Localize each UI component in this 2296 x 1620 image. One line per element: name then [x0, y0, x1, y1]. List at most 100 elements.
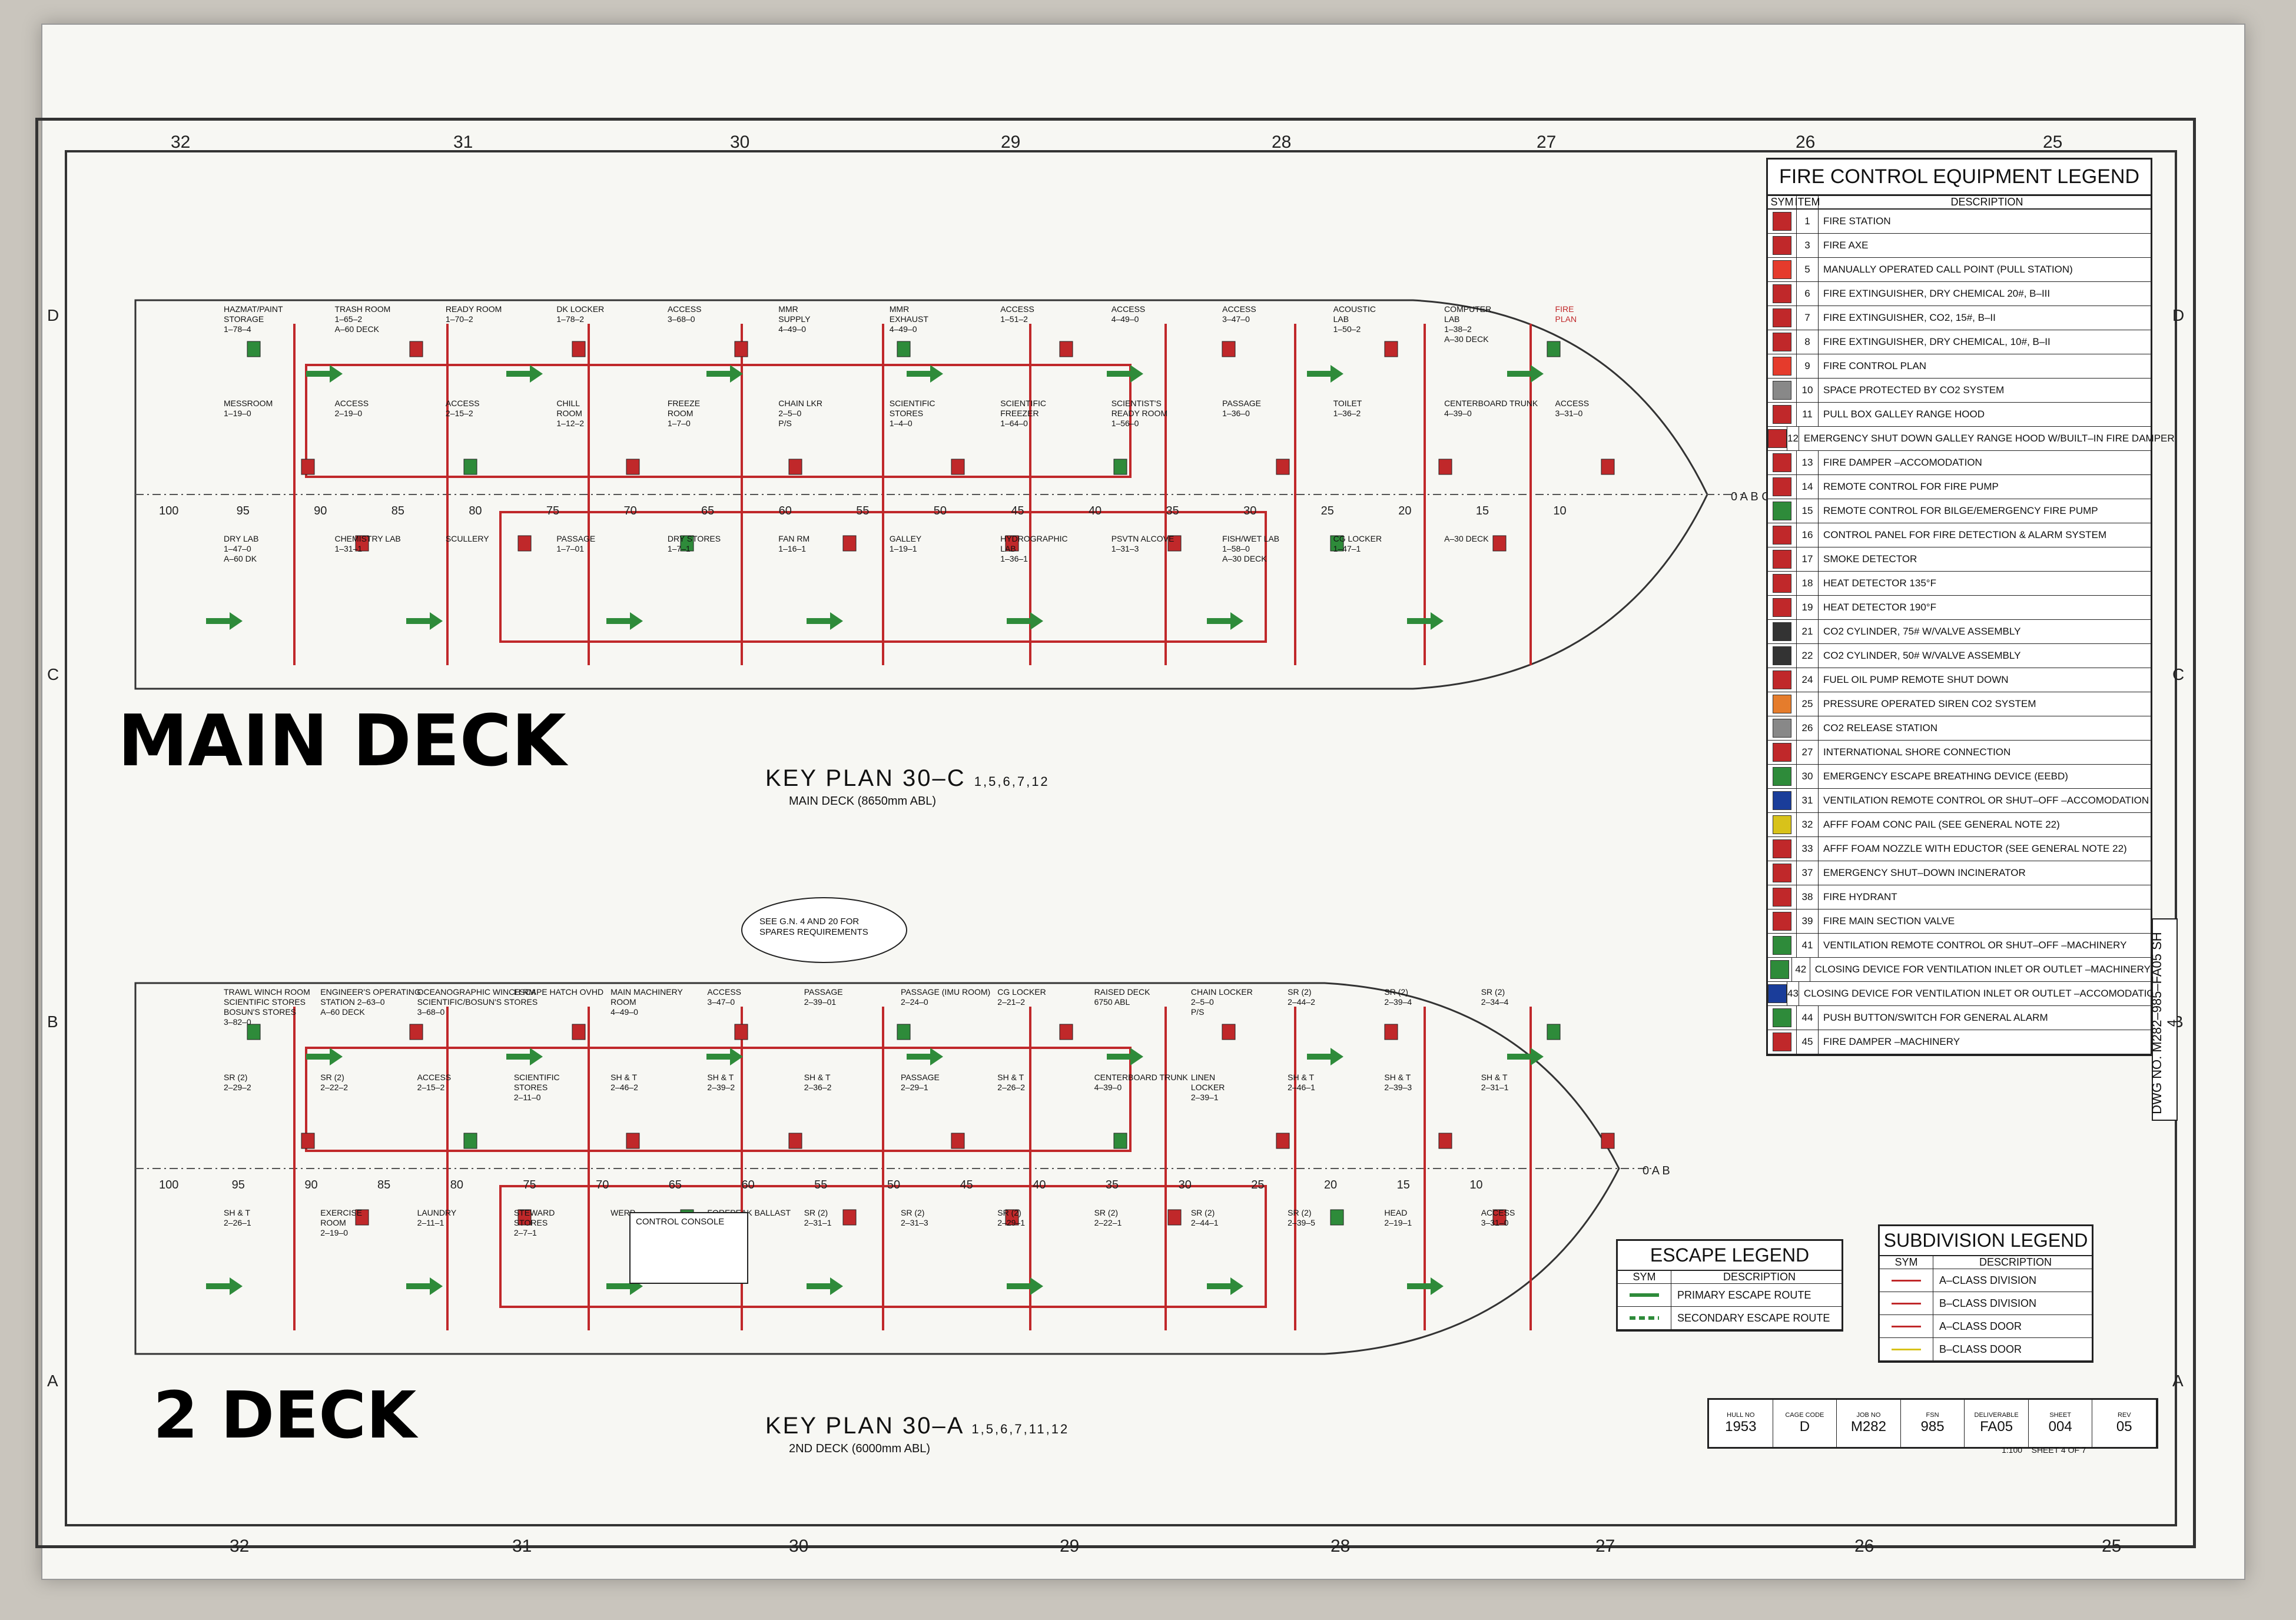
room-label-line: SCULLERY [446, 534, 489, 543]
room-label-line: HEAD [1384, 1208, 1407, 1217]
grid-left-B: B [47, 1013, 58, 1031]
escape-arrow-0 [206, 1277, 243, 1295]
grid-top-32: 32 [171, 132, 191, 152]
fire-legend-desc: HEAT DETECTOR 135°F [1823, 577, 1936, 589]
room-label-line: BOSUN'S STORES [224, 1007, 296, 1017]
room-label-line: ENGINEER'S OPERATING [320, 987, 420, 997]
room-label-line: 1–56–0 [1111, 419, 1139, 428]
room-label-line: 2–46–2 [611, 1083, 638, 1092]
escape-legend-desc: PRIMARY ESCAPE ROUTE [1677, 1289, 1811, 1301]
escape-arrow-0 [206, 612, 243, 630]
grid-bottom-28: 28 [1331, 1536, 1351, 1556]
fire-legend-sym-cell [1768, 330, 1797, 354]
room-label-line: 2–29–2 [224, 1083, 251, 1092]
room-label-28: SCULLERY [446, 534, 489, 543]
title-cell-label: HULL NO [1727, 1412, 1755, 1419]
title-cell-label: JOB NO [1856, 1412, 1881, 1419]
room-label-line: 3–82–0 [224, 1017, 251, 1027]
room-label-line: 2–7–1 [514, 1228, 537, 1237]
room-label-36: SR (2)2–29–1 [997, 1208, 1025, 1227]
grid-top-29: 29 [1001, 132, 1021, 152]
escape-legend-row-1: SECONDARY ESCAPE ROUTE [1618, 1307, 1842, 1330]
equipment-symbol-6 [572, 341, 586, 357]
room-label-line: SR (2) [224, 1073, 247, 1082]
fire-legend-sym-cell [1768, 210, 1797, 233]
room-label-line: A–60 DECK [334, 324, 379, 334]
room-label-line: COMPUTER [1444, 304, 1491, 314]
equipment-symbol-3 [409, 1024, 423, 1040]
room-label-line: DRY LAB [224, 534, 258, 543]
frame-10: 10 [1469, 1179, 1482, 1191]
second-key-plan-text: KEY PLAN 30–A [765, 1413, 964, 1439]
fire-legend-desc: EMERGENCY ESCAPE BREATHING DEVICE (EEBD) [1823, 771, 2068, 782]
escape-legend-header: SYM DESCRIPTION [1618, 1271, 1842, 1284]
equipment-symbol-6 [572, 1024, 586, 1040]
frame-35: 35 [1166, 504, 1179, 517]
main-deck-handwritten-label: MAIN DECK [118, 701, 566, 782]
fire-legend-sym-cell [1768, 451, 1797, 474]
frame-75: 75 [546, 504, 559, 517]
escape-arrow-11 [1307, 1048, 1343, 1065]
subdivision-legend: SUBDIVISION LEGEND SYM DESCRIPTION A–CLA… [1878, 1224, 2093, 1363]
fire-legend-sym-cell [1768, 1030, 1797, 1054]
fire-legend-sym-cell [1768, 982, 1787, 1005]
room-label-line: FREEZE [668, 399, 700, 408]
room-label-line: 1–36–0 [1222, 409, 1250, 418]
room-label-line: A–30 DECK [1222, 554, 1267, 563]
escape-arrow-8 [1007, 1277, 1043, 1295]
room-label-line: 2–39–5 [1288, 1218, 1315, 1227]
subdivision-line-icon [1892, 1279, 1921, 1282]
legend-symbol-14-icon [1773, 477, 1791, 496]
room-label-line: EXHAUST [890, 314, 929, 324]
room-label-line: SCIENTIFIC [890, 399, 935, 408]
fire-legend-item: 39 [1797, 909, 1819, 933]
frame-30: 30 [1243, 504, 1256, 517]
room-label-line: SUPPLY [778, 314, 811, 324]
legend-symbol-44-icon [1773, 1008, 1791, 1027]
fire-legend-sym-cell [1768, 765, 1797, 788]
fire-control-legend: FIRE CONTROL EQUIPMENT LEGEND SYM ITEM D… [1766, 158, 2175, 1056]
fire-legend-col-sym: SYM [1768, 196, 1797, 208]
equipment-symbol-2 [355, 1209, 369, 1226]
room-label-line: 1–36–2 [1333, 409, 1361, 418]
room-label-line: 2–26–2 [997, 1083, 1025, 1092]
room-label-line: OCEANOGRAPHIC WINCH RM [417, 987, 536, 997]
title-cell-label: FSN [1926, 1412, 1939, 1419]
legend-symbol-10-icon [1773, 381, 1791, 400]
room-label-14: SR (2)2–29–2 [224, 1073, 251, 1092]
legend-symbol-13-icon [1773, 453, 1791, 472]
fire-legend-item: 8 [1797, 330, 1819, 354]
fire-legend-sym-cell [1768, 885, 1797, 909]
subdivision-legend-sym [1880, 1269, 1933, 1292]
room-label-line: 4–39–0 [1444, 409, 1472, 418]
fire-legend-item: 1 [1797, 210, 1819, 233]
room-label-line: 1–31–3 [1111, 544, 1139, 553]
room-label-line: 1–4–0 [890, 419, 913, 428]
room-label-line: SR (2) [320, 1073, 344, 1082]
room-label-line: SH & T [1288, 1073, 1314, 1082]
room-label-line: ROOM [556, 409, 582, 418]
room-label-line: RAISED DECK [1094, 987, 1151, 997]
escape-arrow-13 [1507, 365, 1544, 383]
equipment-symbol-4 [463, 459, 477, 475]
equipment-symbol-5 [517, 535, 532, 552]
fire-legend-sym-cell [1768, 692, 1797, 716]
equipment-symbol-17 [1167, 535, 1182, 552]
